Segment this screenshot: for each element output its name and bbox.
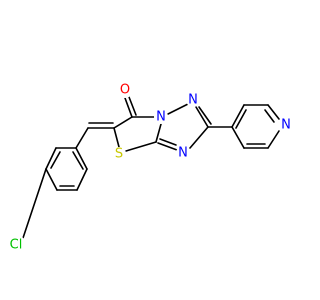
bond-py4	[267, 130, 280, 149]
atom-nitrogen-triazole-upper: N	[186, 93, 200, 108]
svg-text:S: S	[115, 147, 123, 162]
bond-n1-c2	[195, 106, 209, 128]
bond-ar5	[76, 168, 88, 191]
bond-c-cl	[22, 168, 47, 239]
bond-py1-double	[235, 109, 247, 129]
bond-n1-c2-double	[198, 106, 212, 125]
bond-ar2	[45, 147, 57, 170]
atom-oxygen: O	[117, 82, 133, 98]
svg-text:N: N	[188, 93, 198, 108]
atom-nitrogen-bridge: N	[154, 110, 168, 125]
bond-s1-c7a	[125, 141, 157, 152]
bond-ar3	[45, 168, 58, 191]
atom-nitrogen-triazole-lower: N	[176, 146, 190, 161]
bond-n4-n1	[167, 103, 189, 115]
bond-n3-c7a-double	[159, 138, 177, 146]
bond-c5-s1	[113, 127, 120, 148]
bond-c2-n3	[189, 126, 209, 149]
bond-carbonyl	[124, 97, 133, 118]
svg-text:N: N	[178, 146, 188, 161]
chemical-structure-diagram: O S N N N N Cl	[6, 82, 293, 255]
svg-text:N: N	[156, 110, 166, 125]
bond-py1	[231, 104, 245, 128]
bond-py3	[267, 104, 280, 120]
bonds-layer	[22, 96, 280, 239]
atom-sulfur: S	[112, 147, 126, 162]
bond-ch-aryl	[75, 127, 89, 149]
atom-nitrogen-pyridine: N	[279, 118, 293, 133]
svg-text:N: N	[281, 118, 291, 133]
atom-chlorine: Cl	[6, 235, 26, 255]
bond-ar6	[75, 147, 88, 170]
atom-labels-layer: O S N N N N Cl	[6, 82, 293, 255]
bond-ar6-double	[72, 151, 84, 170]
bond-ar2-double	[50, 151, 61, 169]
svg-text:Cl: Cl	[10, 238, 23, 253]
bond-carbonyl-double	[128, 96, 137, 116]
bond-py6	[231, 126, 245, 149]
bond-c6-c5	[113, 116, 133, 129]
bond-n3-c7a	[157, 142, 178, 151]
svg-text:O: O	[120, 83, 130, 98]
bond-c7a-n4	[155, 123, 162, 143]
bond-py3-double	[264, 109, 275, 123]
